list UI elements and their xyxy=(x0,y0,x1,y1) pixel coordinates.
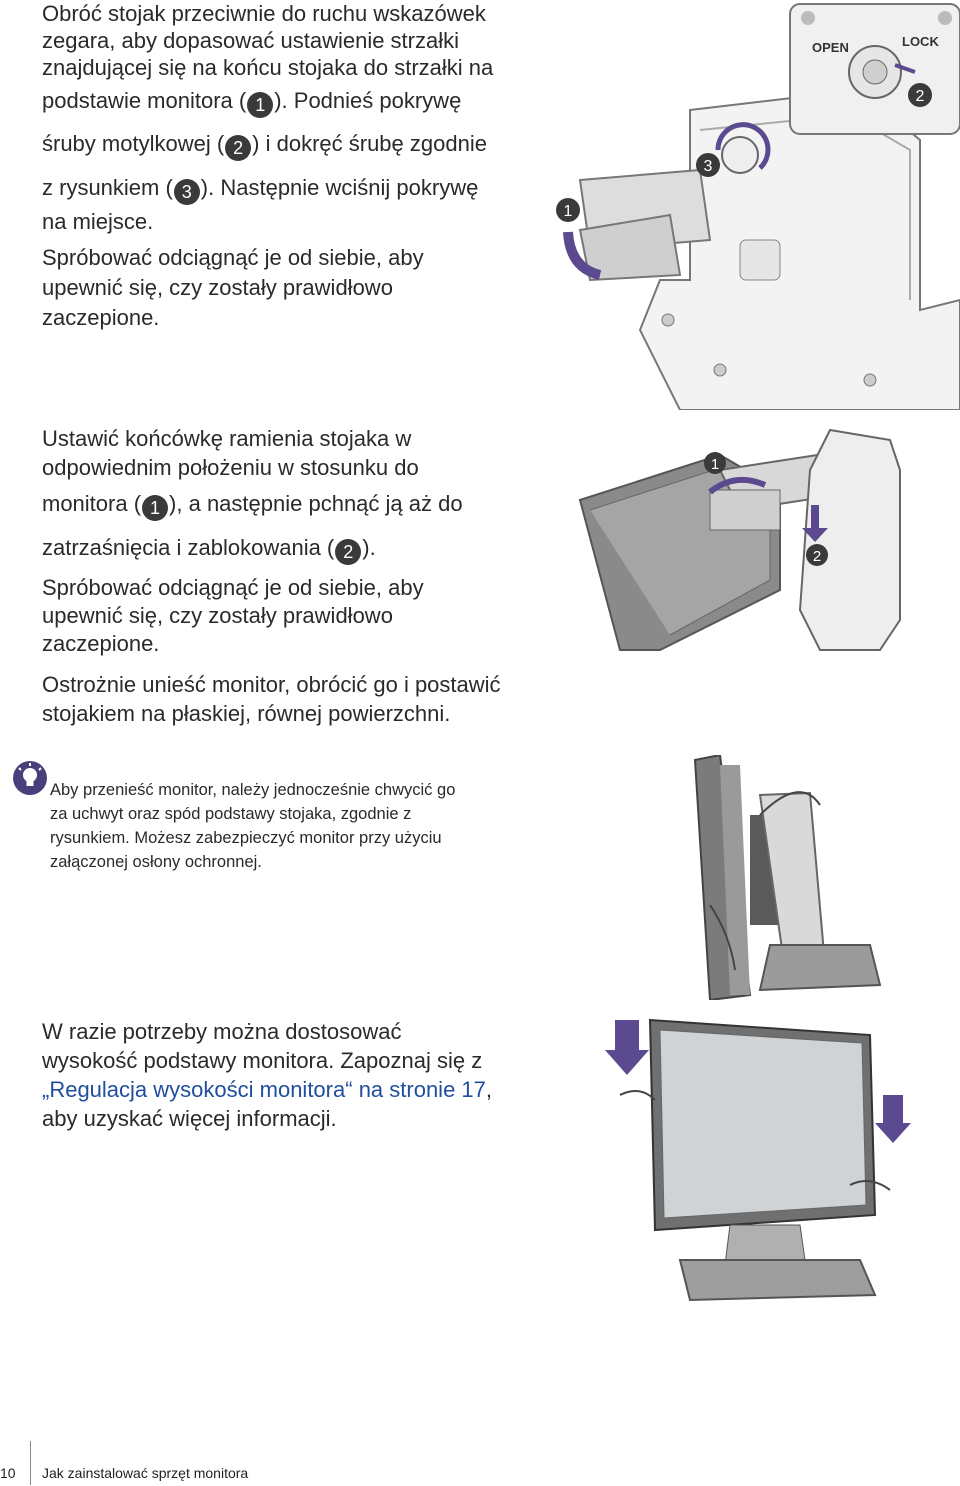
marker-2-figure xyxy=(908,83,932,107)
step2-check: Spróbować odciągnąć je od siebie, aby xyxy=(42,575,424,600)
step1-text: Obróć stojak przeciwnie do ruchu wskazów… xyxy=(42,0,562,333)
marker-1-figure xyxy=(704,452,726,474)
marker-2: 2 xyxy=(225,135,252,161)
step2-check: upewnić się, czy zostały prawidłowo xyxy=(42,603,393,628)
step1-line: podstawie monitora (1). Podnieś pokrywę xyxy=(42,81,562,121)
svg-text:1: 1 xyxy=(711,456,719,473)
step1-line: zegara, aby dopasować ustawienie strzałk… xyxy=(42,28,460,53)
tip-text: Aby przenieść monitor, należy jednocześn… xyxy=(50,781,456,871)
footer-title: Jak zainstalować sprzęt monitora xyxy=(42,1465,249,1481)
step1-line: z rysunkiem (3). Następnie wciśnij pokry… xyxy=(42,167,562,209)
step3-text: W razie potrzeby można dostosować wysoko… xyxy=(42,1017,582,1133)
height-adjust-link[interactable]: „Regulacja wysokości monitora“ xyxy=(42,1077,353,1102)
attach-arm-illustration: 1 2 xyxy=(578,428,901,651)
step1-check: zaczepione. xyxy=(42,305,160,330)
marker-1: 1 xyxy=(247,92,274,118)
step1-line: śruby motylkowej (2) i dokręć śrubę zgod… xyxy=(42,121,562,167)
marker-1-figure xyxy=(556,198,580,222)
step2-lift: stojakiem na płaskiej, równej powierzchn… xyxy=(42,701,451,726)
step3-line: „Regulacja wysokości monitora“ na stroni… xyxy=(42,1077,493,1102)
stand-rotation-illustration: OPEN LOCK 1 3 2 xyxy=(556,3,960,410)
svg-text:3: 3 xyxy=(704,158,713,175)
down-arrow-left-icon xyxy=(615,1020,639,1052)
svg-text:2: 2 xyxy=(916,88,925,105)
lock-label: LOCK xyxy=(902,34,939,49)
open-label: OPEN xyxy=(812,40,849,55)
step3-line: aby uzyskać więcej informacji. xyxy=(42,1106,337,1131)
footer-divider xyxy=(30,1441,31,1485)
step1-check: Spróbować odciągnąć je od siebie, aby xyxy=(42,245,424,270)
marker-3: 3 xyxy=(173,179,200,205)
marker-3-figure xyxy=(696,153,720,177)
step3-line: W razie potrzeby można dostosować xyxy=(42,1019,402,1044)
step2-line: Ustawić końcówkę ramienia stojaka w xyxy=(42,426,412,451)
step2-line: odpowiednim położeniu w stosunku do xyxy=(42,455,419,480)
marker-1: 1 xyxy=(142,495,169,521)
step2-check: zaczepione. xyxy=(42,631,160,656)
step1-line: znajdującej się na końcu stojaka do strz… xyxy=(42,55,494,80)
step1-line: na miejsce. xyxy=(42,209,154,234)
step2-line: monitora (1), a następnie pchnąć ją aż d… xyxy=(42,482,562,526)
step2-text: Ustawić końcówkę ramienia stojaka w odpo… xyxy=(42,424,562,728)
step3-line: wysokość podstawy monitora. Zapoznaj się… xyxy=(42,1048,483,1073)
svg-text:1: 1 xyxy=(564,203,573,220)
step2-lift: Ostrożnie unieść monitor, obrócić go i p… xyxy=(42,672,501,697)
step1-line: Obróć stojak przeciwnie do ruchu wskazów… xyxy=(42,1,486,26)
step1-check: upewnić się, czy zostały prawidłowo xyxy=(42,275,393,300)
step2-line: zatrzaśnięcia i zablokowania (2). xyxy=(42,526,562,570)
height-adjust-illustration xyxy=(605,1018,911,1302)
svg-text:2: 2 xyxy=(813,548,821,565)
lightbulb-icon xyxy=(13,761,47,795)
page-17-link[interactable]: na stronie 17 xyxy=(358,1077,486,1102)
marker-2: 2 xyxy=(335,539,362,565)
page-number: 10 xyxy=(0,1465,16,1481)
marker-2-figure xyxy=(806,544,828,566)
down-arrow-right-icon xyxy=(883,1095,903,1125)
carry-monitor-illustration xyxy=(693,755,882,1000)
